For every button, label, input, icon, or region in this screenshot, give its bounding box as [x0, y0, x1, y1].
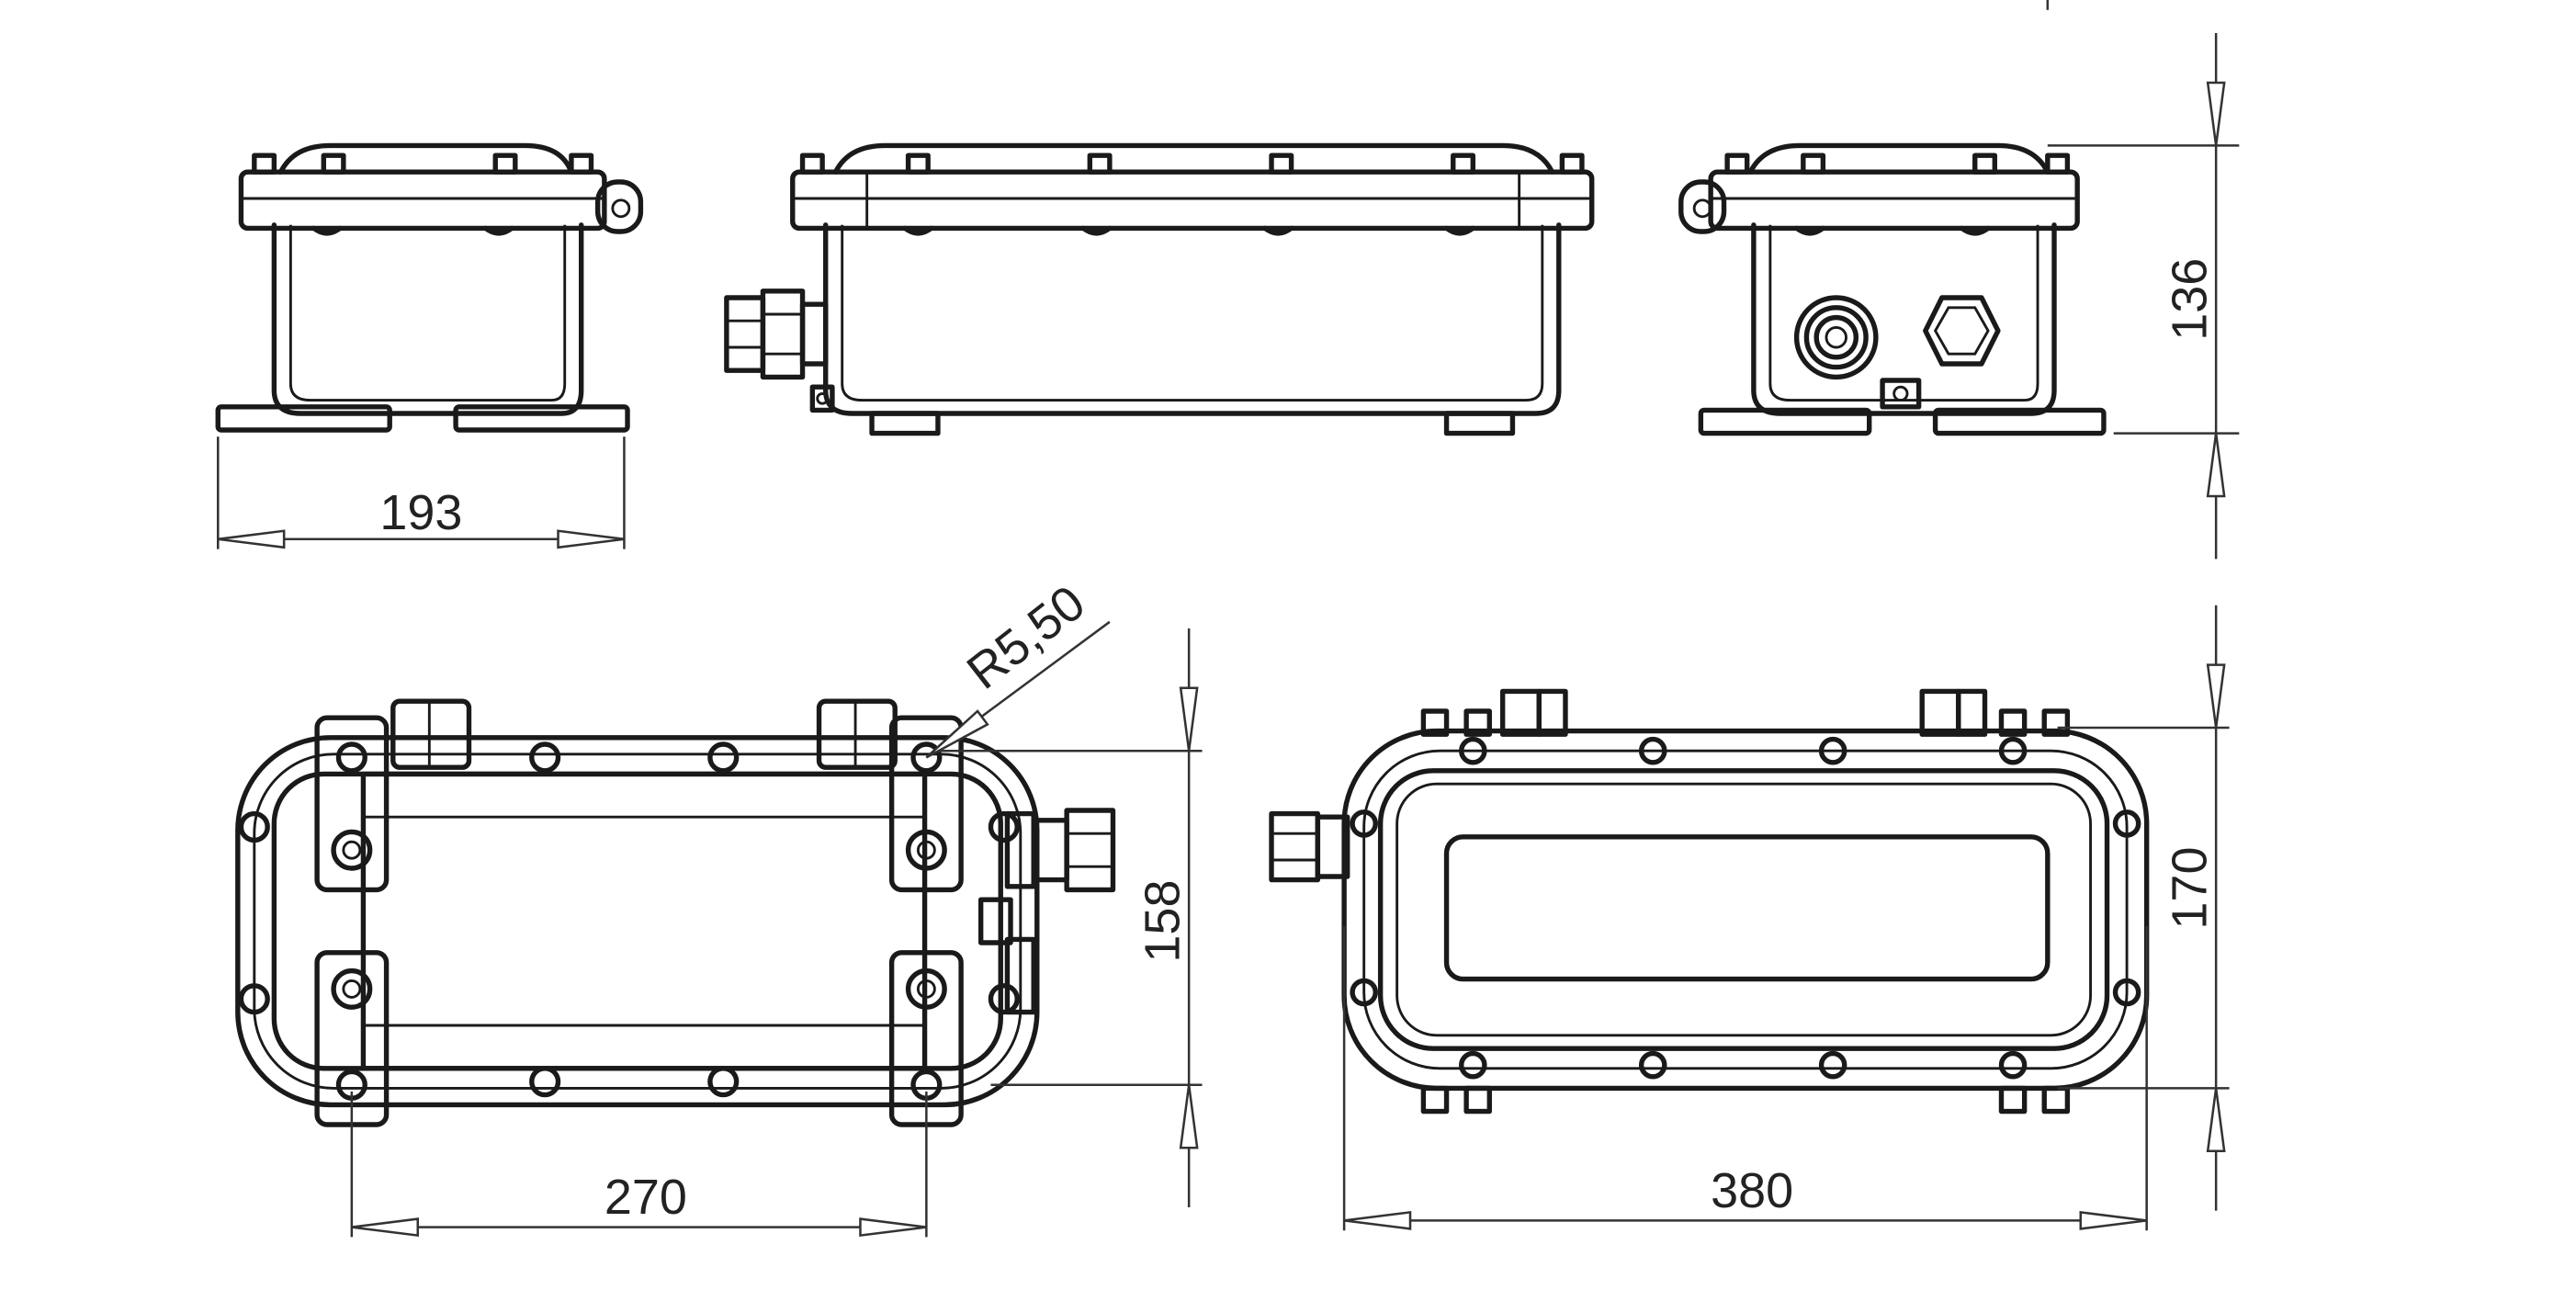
dimension-270 [350, 1092, 928, 1238]
dimension-170 [2057, 605, 2230, 1211]
left-side-view [215, 142, 644, 433]
front-view [724, 142, 1595, 436]
dimension-text-radius: R5,50 [957, 575, 1095, 700]
top-view-left [235, 698, 1116, 1127]
dimension-text-193: 193 [379, 485, 462, 540]
dimension-text-158: 158 [1135, 880, 1190, 963]
dimension-380 [1342, 926, 2148, 1231]
bottom-view-right [1269, 688, 2150, 1115]
dimension-193 [217, 436, 626, 549]
radius-leader [925, 620, 1111, 759]
dimension-158 [934, 628, 1203, 1207]
dimension-text-170: 170 [2162, 847, 2217, 930]
dimension-text-270: 270 [604, 1170, 687, 1225]
right-side-view [1678, 142, 2107, 436]
dimension-136 [2047, 33, 2240, 560]
dimension-text-380: 380 [1711, 1163, 1793, 1218]
dimension-text-136: 136 [2162, 258, 2217, 341]
